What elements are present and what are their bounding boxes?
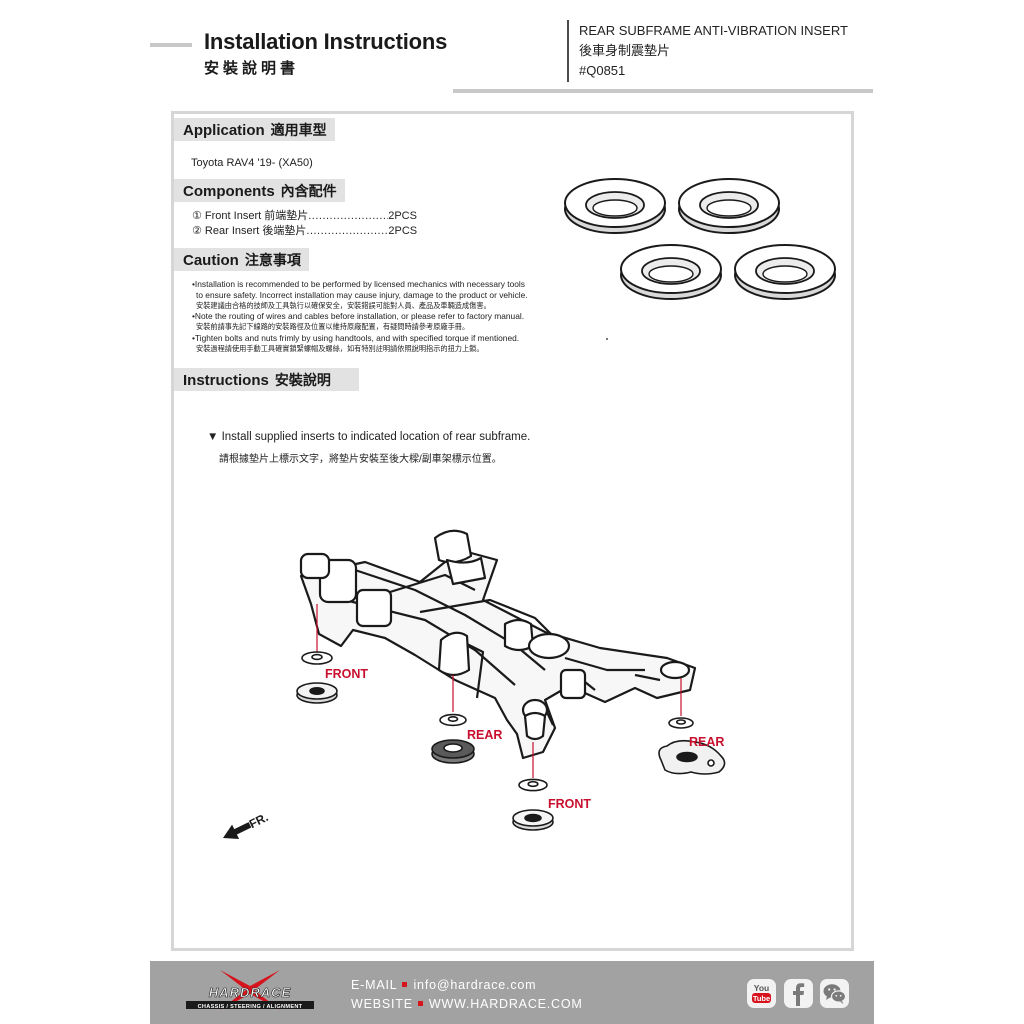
svg-text:You: You [754,983,769,993]
youtube-icon[interactable]: You Tube [747,979,776,1008]
label-rear-right: REAR [689,735,724,749]
header-accent-line-right [453,89,873,93]
caution-line: •Note the routing of wires and cables be… [192,311,525,322]
insert-front-1 [564,178,666,234]
part-number: #Q0851 [579,63,626,78]
header-divider [567,20,569,82]
header-accent-line-left [150,43,192,47]
direction-label: FR. [247,810,271,831]
caution-line: to ensure safety. Incorrect installation… [196,289,528,300]
facebook-icon[interactable] [784,979,813,1008]
email-link[interactable]: info@hardrace.com [413,978,537,992]
insert-rear-1 [620,244,722,300]
insert-front-center [512,778,554,831]
product-name: REAR SUBFRAME ANTI-VIBRATION INSERT [579,23,848,38]
page-title: Installation Instructions [204,29,448,54]
caution-line: 安裝過程請使用手動工具確實鎖緊螺帽及螺絲，如有特別註明請依照說明指示的扭力上鎖。 [196,343,484,353]
component-item-rear: ② Rear Insert 後端墊片......................… [192,225,418,237]
label-rear-center: REAR [467,728,502,742]
rear-subframe [299,529,697,760]
hardrace-logo: HARDRACE CHASSIS / STEERING / ALIGNMENT [186,970,314,1010]
insert-front-2 [678,178,780,234]
product-info: REAR SUBFRAME ANTI-VIBRATION INSERT 後車身制… [579,21,848,81]
svg-text:HARDRACE: HARDRACE [209,985,291,1000]
page-title-cn: 安裝說明書 [204,59,300,77]
insert-rear-right [658,717,726,775]
label-front-center: FRONT [548,797,591,811]
content-frame [171,111,854,951]
caution-line: •Installation is recommended to be perfo… [192,279,525,289]
inserts-illustration [564,178,836,300]
wechat-icon[interactable] [820,979,849,1008]
insert-rear-center [431,713,475,764]
stray-dot [606,338,608,340]
instruction-step: ▼ Install supplied inserts to indicated … [207,431,531,443]
svg-text:Tube: Tube [753,994,770,1003]
label-front-left: FRONT [325,667,368,681]
svg-text:CHASSIS / STEERING / ALIGNMENT: CHASSIS / STEERING / ALIGNMENT [198,1004,303,1010]
caution-line: •Tighten bolts and nuts frimly by using … [192,332,520,343]
caution-line: 安裝建議由合格的技師及工具執行以確保安全，安裝錯誤可能對人員、產品及車輛造成傷害… [196,300,491,310]
subframe-diagram: FRONT REAR FRONT REAR FR. [223,529,726,840]
components-list: ① Front Insert 前端墊片.....................… [192,209,417,239]
caution-text: •Installation is recommended to be perfo… [192,279,562,355]
website-link[interactable]: WWW.HARDRACE.COM [428,997,583,1011]
leader-lines [316,604,682,778]
insert-front-left [296,651,338,704]
instruction-step-cn: 請根據墊片上標示文字，將墊片安裝至後大樑/副車架標示位置。 [219,454,502,465]
insert-rear-2 [734,244,836,300]
vehicle-fitment: Toyota RAV4 '19- (XA50) [191,157,313,169]
product-name-cn: 後車身制震墊片 [579,43,671,58]
component-item-front: ① Front Insert 前端墊片.....................… [192,210,417,222]
direction-arrow: FR. [223,810,271,840]
caution-line: 安裝前請事先記下線路的安裝路徑及位置以維持原廠配置，有疑問時請參考原廠手冊。 [196,322,470,332]
